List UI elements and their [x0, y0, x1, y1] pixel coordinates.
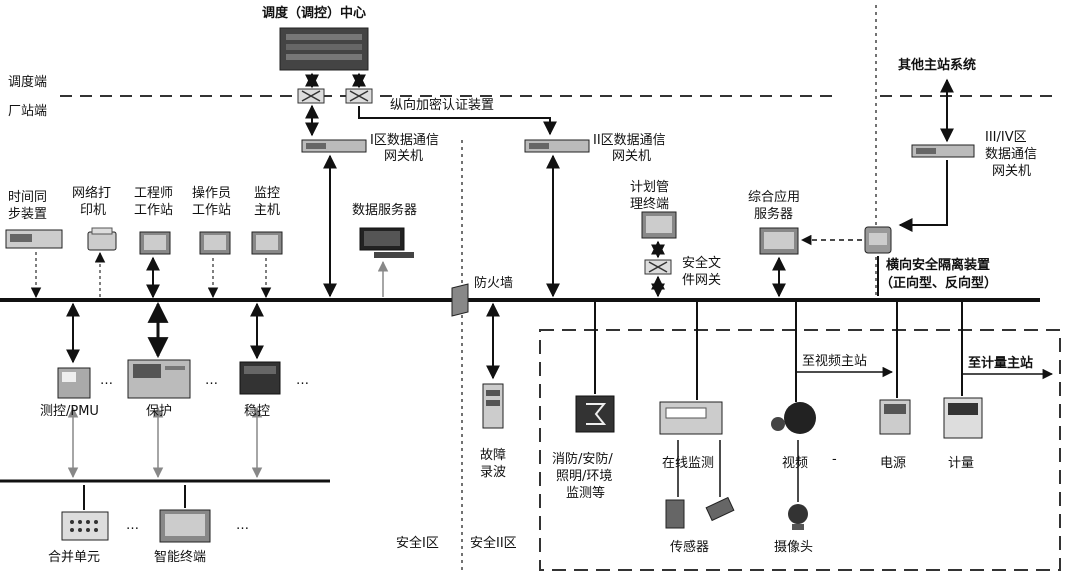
protection-label: 保护 [146, 404, 173, 419]
data-server [359, 227, 414, 258]
zone2-label: 安全II区 [470, 536, 517, 551]
firewall-device [451, 283, 469, 317]
power-device [879, 399, 911, 435]
net-printer-label-2: 印机 [80, 203, 107, 218]
plan-terminal-label-1: 计划管 [630, 180, 670, 195]
sensor-2 [705, 496, 735, 522]
metering-device [943, 397, 983, 439]
horizontal-isolation-device [864, 226, 892, 254]
stability-control-device [239, 361, 281, 395]
zone1-gateway-label-2: 网关机 [384, 149, 424, 164]
dispatch-center-label: 调度（调控）中心 [262, 6, 367, 21]
ellipsis-4: … [126, 518, 139, 533]
merging-unit [61, 511, 109, 541]
video-dash: - [832, 452, 837, 467]
ellipsis-5: … [236, 518, 249, 533]
zone34-gateway [911, 144, 975, 158]
time-sync-label-1: 时间同 [8, 190, 48, 205]
zone1-gateway [301, 139, 367, 153]
time-sync-label-2: 步装置 [8, 207, 48, 222]
operator-workstation [199, 231, 231, 255]
video-device [771, 402, 816, 434]
monitoring-host [251, 231, 283, 255]
zone2-gateway [524, 139, 590, 153]
camera-label: 摄像头 [774, 540, 814, 555]
online-monitor-label: 在线监测 [662, 456, 715, 471]
integrated-app-server [759, 227, 799, 255]
secure-file-gateway [644, 259, 672, 275]
engineer-workstation [139, 231, 171, 255]
zone2-field-box [539, 329, 1061, 571]
monitor-host-label-1: 监控 [254, 186, 281, 201]
operator-ws-label-2: 工作站 [192, 203, 232, 218]
ellipsis-2: … [205, 373, 218, 388]
fire-security-monitor [575, 395, 615, 433]
sensor-label: 传感器 [670, 540, 710, 555]
other-master-label: 其他主站系统 [898, 58, 977, 73]
encryption-device-1 [297, 88, 325, 104]
smart-terminal-label: 智能终端 [154, 550, 207, 565]
isolation-title: 横向安全隔离装置 [886, 258, 991, 273]
fire-security-label-2: 照明/环境 [556, 469, 613, 484]
plant-side-label: 厂站端 [8, 104, 48, 119]
zone1-label: 安全I区 [396, 536, 439, 551]
monitor-host-label-2: 主机 [254, 203, 281, 218]
camera-device [788, 504, 808, 530]
vertical-encryption-label: 纵向加密认证装置 [390, 98, 495, 113]
firewall-label: 防火墙 [474, 276, 514, 291]
zone34-gateway-label-1: III/IV区 [985, 130, 1027, 145]
stability-label: 稳控 [244, 404, 271, 419]
online-monitor-device [659, 401, 723, 435]
to-metering-master-label: 至计量主站 [968, 356, 1034, 371]
to-video-master-label: 至视频主站 [802, 354, 868, 369]
plan-mgmt-terminal [641, 211, 677, 239]
ellipsis-3: … [296, 373, 309, 388]
ellipsis-1: … [100, 373, 113, 388]
video-label: 视频 [782, 456, 809, 471]
plan-terminal-label-2: 理终端 [630, 197, 670, 212]
engineer-ws-label-1: 工程师 [134, 186, 174, 201]
protection-device [127, 359, 191, 399]
fire-security-label-1: 消防/安防/ [552, 452, 613, 467]
sensor-1 [665, 499, 685, 529]
integrated-server-label-1: 综合应用 [748, 190, 801, 205]
data-server-label: 数据服务器 [352, 203, 418, 218]
merging-unit-label: 合并单元 [48, 550, 101, 565]
engineer-ws-label-2: 工作站 [134, 203, 174, 218]
operator-ws-label-1: 操作员 [192, 186, 232, 201]
integrated-server-label-2: 服务器 [754, 207, 794, 222]
time-sync-device [5, 229, 63, 249]
zone34-gateway-label-2: 数据通信 [985, 147, 1038, 162]
dispatch-side-label: 调度端 [8, 75, 48, 90]
metering-label: 计量 [948, 456, 975, 471]
measure-pmu-label: 测控/PMU [40, 404, 99, 419]
net-printer-label-1: 网络打 [72, 186, 112, 201]
fire-security-label-3: 监测等 [566, 486, 606, 501]
fault-recorder-label-1: 故障 [480, 448, 507, 463]
fault-recorder [482, 383, 504, 429]
smart-terminal [159, 509, 211, 543]
isolation-subtitle: （正向型、反向型） [880, 276, 998, 291]
measure-control-pmu [57, 367, 91, 399]
power-label: 电源 [880, 456, 907, 471]
dispatch-center-server [279, 27, 369, 71]
secure-file-gw-label-2: 件网关 [682, 273, 722, 288]
encryption-device-2 [345, 88, 373, 104]
zone34-gateway-label-3: 网关机 [992, 164, 1032, 179]
zone2-gateway-label-1: II区数据通信 [593, 133, 666, 148]
zone1-gateway-label-1: I区数据通信 [370, 133, 439, 148]
fault-recorder-label-2: 录波 [480, 465, 507, 480]
secure-file-gw-label-1: 安全文 [682, 256, 722, 271]
zone2-gateway-label-2: 网关机 [612, 149, 652, 164]
network-printer [87, 227, 117, 251]
